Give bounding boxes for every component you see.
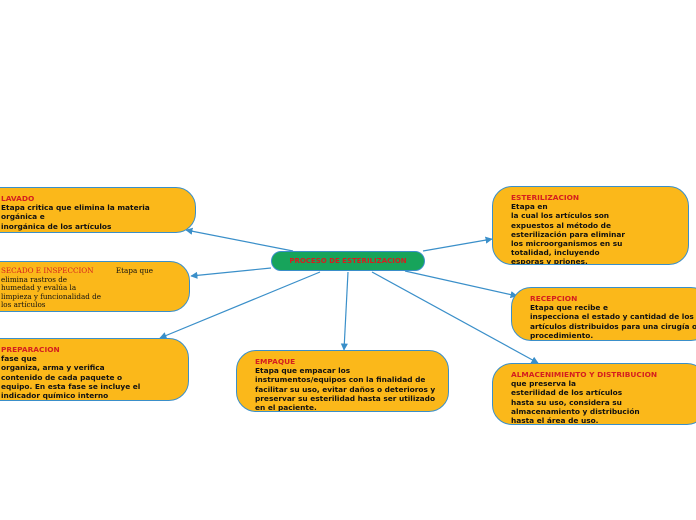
node-title-row: SECADO E INSPECCION Etapa que [1, 266, 153, 276]
node-text: Etapa en la cual los artículos son expue… [511, 202, 626, 265]
node-recepcion[interactable]: RECEPCION Etapa que recibe e inspecciona… [511, 287, 696, 341]
node-title: ESTERILIZACION [511, 193, 580, 202]
node-almacenamiento[interactable]: ALMACENIMIENTO Y DISTRIBUCION que preser… [492, 363, 696, 425]
node-esterilizacion[interactable]: ESTERILIZACION Etapa en la cual los artí… [492, 186, 689, 265]
edge-to-recepcion [404, 270, 518, 299]
node-text: Etapa que recibe e inspecciona el estado… [530, 303, 696, 340]
node-empaque[interactable]: EMPAQUE Etapa que empacar los instrument… [236, 350, 449, 412]
node-title: SECADO E INSPECCION [1, 266, 94, 275]
node-lavado[interactable]: LAVADO Etapa critica que elimina la mate… [0, 187, 196, 233]
node-title: ALMACENIMIENTO Y DISTRIBUCION [511, 370, 658, 379]
center-node-label: PROCESO DE ESTERILIZACION [289, 257, 407, 265]
edge-to-almacenamiento [371, 271, 539, 364]
node-secado[interactable]: SECADO E INSPECCION Etapa que elimina ra… [0, 261, 190, 312]
center-node[interactable]: PROCESO DE ESTERILIZACION [271, 251, 425, 271]
node-text: elimina rastros de humedad y evalúa la l… [1, 274, 101, 310]
edge-to-lavado [185, 227, 294, 252]
edge-to-preparacion [159, 271, 321, 339]
node-text: Etapa que empacar los instrumentos/equip… [255, 366, 436, 412]
edge-to-empaque [340, 271, 349, 351]
node-text: fase que organiza, arma y verifica conte… [1, 354, 141, 401]
node-title-suffix: Etapa que [115, 266, 153, 275]
node-title: EMPAQUE [255, 357, 296, 366]
node-text: que preserva la esterilidad de los artíc… [511, 379, 640, 425]
node-title: RECEPCION [530, 294, 578, 303]
node-title: PREPARACION [1, 345, 60, 354]
node-text: Etapa critica que elimina la materia org… [1, 203, 150, 231]
edge-to-esterilizacion [422, 236, 493, 252]
edge-to-secado [190, 267, 272, 279]
node-title: LAVADO [1, 194, 35, 203]
node-preparacion[interactable]: PREPARACION fase que organiza, arma y ve… [0, 338, 189, 401]
